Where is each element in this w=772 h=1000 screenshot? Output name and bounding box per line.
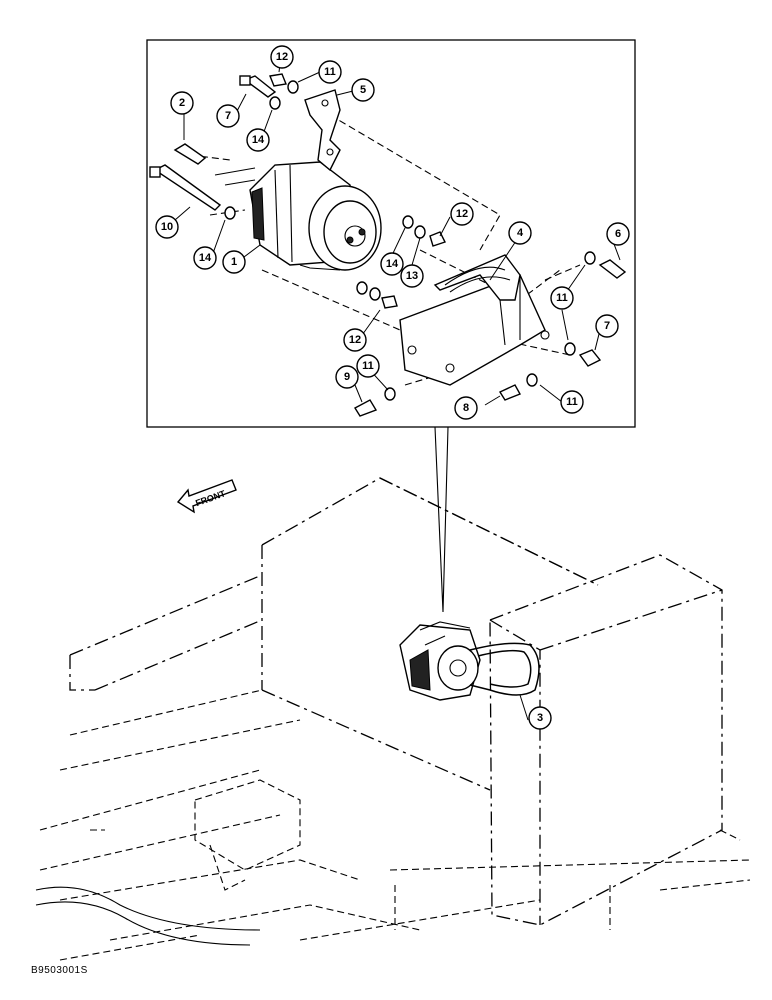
svg-text:4: 4 — [517, 227, 524, 239]
callout-10: 10 — [155, 215, 179, 239]
callout-14: 14 — [193, 246, 217, 270]
svg-text:14: 14 — [252, 134, 265, 146]
svg-text:12: 12 — [349, 334, 361, 346]
svg-text:12: 12 — [276, 51, 288, 63]
svg-text:1: 1 — [231, 256, 237, 268]
svg-text:3: 3 — [537, 712, 543, 724]
installed-compressor — [399, 621, 540, 701]
callout-11: 11 — [318, 60, 342, 84]
callout-7: 7 — [595, 314, 619, 338]
svg-text:11: 11 — [566, 396, 578, 408]
callout-3: 3 — [528, 706, 552, 730]
callout-2: 2 — [170, 91, 194, 115]
svg-text:13: 13 — [406, 270, 418, 282]
callout-13: 13 — [400, 264, 424, 288]
svg-text:14: 14 — [199, 252, 212, 264]
callout-14: 14 — [246, 128, 270, 152]
svg-text:6: 6 — [615, 228, 621, 240]
svg-text:7: 7 — [225, 110, 231, 122]
machine-frame — [35, 477, 751, 961]
callout-12: 12 — [450, 202, 474, 226]
compressor — [214, 149, 382, 271]
callout-1: 1 — [222, 250, 246, 274]
callout-8: 8 — [454, 396, 478, 420]
svg-text:10: 10 — [161, 221, 173, 233]
callout-12: 12 — [270, 45, 294, 69]
callout-12: 12 — [343, 328, 367, 352]
drawing-code: B9503001S — [31, 965, 88, 976]
callout-9: 9 — [335, 365, 359, 389]
fasteners — [149, 73, 627, 417]
callout-7: 7 — [216, 104, 240, 128]
callouts: 12 11 5 7 2 14 10 14 1 12 14 13 12 4 6 1… — [155, 45, 630, 730]
svg-text:8: 8 — [463, 402, 469, 414]
callout-6: 6 — [606, 222, 630, 246]
callout-11: 11 — [550, 286, 574, 310]
svg-text:2: 2 — [179, 97, 185, 109]
front-direction-arrow: FRONT — [176, 479, 237, 514]
callout-14: 14 — [380, 252, 404, 276]
svg-text:11: 11 — [362, 360, 374, 372]
detail-pointer — [434, 426, 449, 613]
callout-11: 11 — [356, 354, 380, 378]
bracket-plate — [304, 89, 341, 172]
svg-text:9: 9 — [344, 371, 350, 383]
svg-text:11: 11 — [324, 66, 336, 78]
callout-11: 11 — [560, 390, 584, 414]
callout-4: 4 — [508, 221, 532, 245]
svg-text:14: 14 — [386, 258, 399, 270]
callout-5: 5 — [351, 78, 375, 102]
svg-text:12: 12 — [456, 208, 468, 220]
svg-text:7: 7 — [604, 320, 610, 332]
svg-text:5: 5 — [360, 84, 366, 96]
svg-text:11: 11 — [556, 292, 568, 304]
